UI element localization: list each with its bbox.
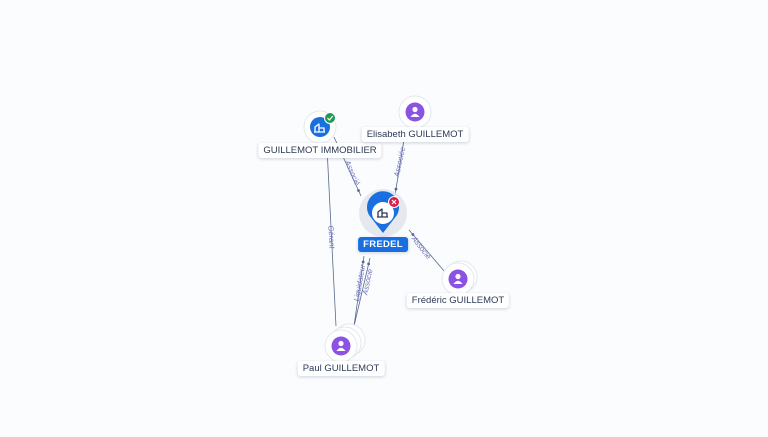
- node-label-eg[interactable]: Elisabeth GUILLEMOT: [361, 127, 469, 142]
- node-label-fredel[interactable]: FREDEL: [358, 237, 408, 252]
- node-label-fg[interactable]: Frédéric GUILLEMOT: [406, 293, 510, 308]
- edge-label: Associé: [343, 158, 362, 187]
- building-icon: [377, 208, 388, 218]
- check-icon: [324, 112, 336, 124]
- edge-label: Associée: [392, 146, 407, 179]
- node-eg[interactable]: [398, 95, 432, 129]
- person-icon: [405, 102, 425, 122]
- node-fg[interactable]: [441, 260, 478, 296]
- edge-line: [353, 255, 365, 327]
- edge-line: [353, 257, 371, 327]
- edge-line: [408, 229, 446, 273]
- edge-label: Associé: [409, 234, 433, 261]
- close-icon: [388, 196, 400, 208]
- node-label-pg[interactable]: Paul GUILLEMOT: [297, 361, 385, 376]
- node-gi[interactable]: [303, 110, 337, 144]
- node-fredel[interactable]: [359, 189, 407, 237]
- building-icon: [314, 123, 325, 133]
- edge-arrow: [411, 233, 415, 236]
- node-label-gi[interactable]: GUILLEMOT IMMOBILIER: [258, 143, 382, 158]
- node-pg[interactable]: [324, 323, 366, 363]
- person-icon: [331, 336, 351, 356]
- edge-arrow: [394, 187, 398, 191]
- person-icon: [448, 269, 468, 289]
- edge-label: Gérant: [326, 225, 336, 249]
- edge-arrow: [367, 262, 371, 266]
- edge-line: [326, 147, 337, 327]
- edge-fg-fredel[interactable]: Associé: [408, 229, 446, 273]
- edge-arrow: [361, 260, 365, 264]
- edge-arrow: [357, 189, 360, 192]
- edge-pg-gi[interactable]: Gérant: [325, 147, 337, 327]
